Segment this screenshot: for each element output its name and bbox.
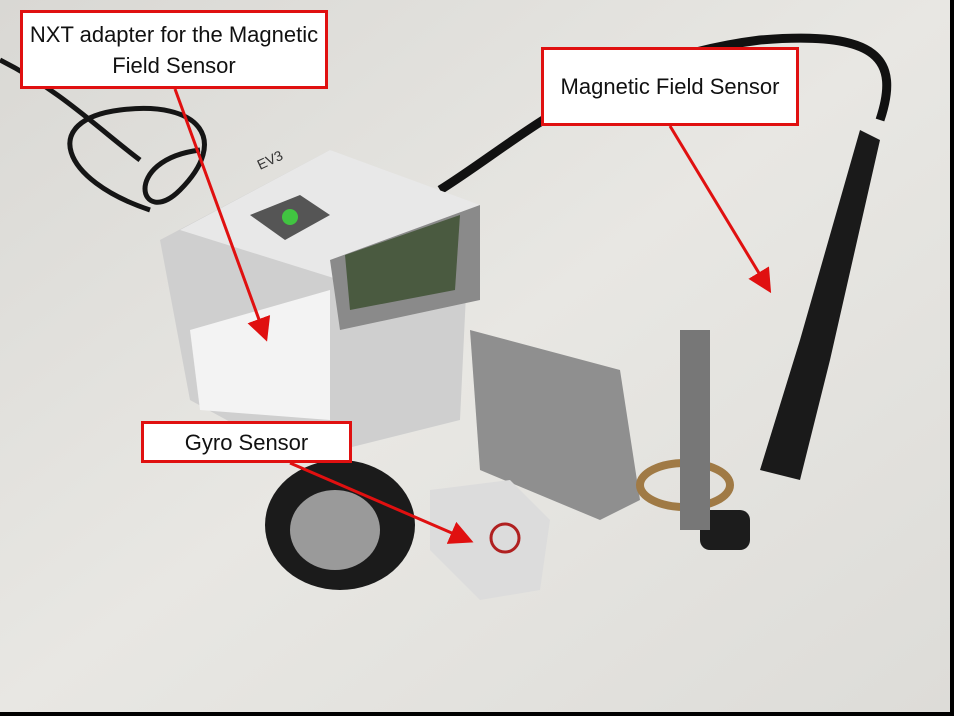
arrow-magnetic-sensor bbox=[668, 125, 772, 294]
arrow-gyro-sensor bbox=[289, 461, 474, 544]
coiled-cable bbox=[67, 106, 207, 213]
label-magnetic-field-sensor: Magnetic Field Sensor bbox=[541, 47, 799, 126]
arrow-nxt-adapter bbox=[173, 88, 271, 342]
sensor-cable bbox=[437, 33, 892, 194]
label-gyro-sensor: Gyro Sensor bbox=[141, 421, 352, 463]
label-nxt-adapter: NXT adapter for the Magnetic Field Senso… bbox=[20, 10, 328, 89]
brick-screen bbox=[345, 215, 460, 310]
magnetic-field-sensor bbox=[760, 130, 880, 480]
